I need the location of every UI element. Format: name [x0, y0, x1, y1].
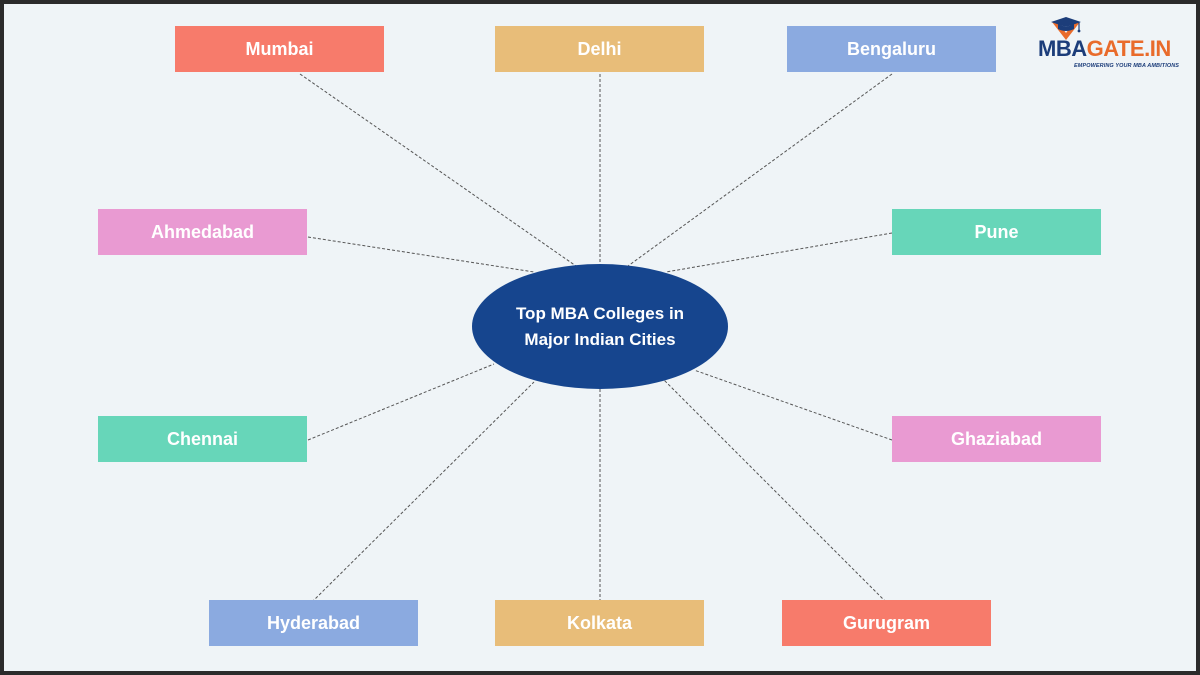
city-label-chennai: Chennai [166, 428, 238, 449]
connector-ahmedabad [307, 236, 535, 273]
city-node-bengaluru: Bengaluru [787, 26, 996, 72]
city-label-bengaluru: Bengaluru [846, 38, 936, 59]
brand-logo: MBAGATE.IN EMPOWERING YOUR MBA AMBITIONS [1022, 16, 1182, 76]
logo-brand-mba: MBA [1038, 36, 1087, 61]
graduation-cap-icon [1051, 17, 1081, 40]
city-node-mumbai: Mumbai [175, 26, 384, 72]
city-node-ghaziabad: Ghaziabad [892, 416, 1101, 462]
city-label-pune: Pune [974, 221, 1019, 242]
city-node-pune: Pune [892, 209, 1101, 255]
city-label-kolkata: Kolkata [566, 612, 633, 633]
connector-hyderabad [311, 381, 535, 603]
city-node-gurugram: Gurugram [782, 600, 991, 646]
central-topic-line-1: Top MBA Colleges in [515, 303, 685, 323]
connector-chennai [307, 363, 495, 441]
logo-brand-gate: GATE.IN [1086, 36, 1172, 61]
city-label-gurugram: Gurugram [842, 612, 930, 633]
city-node-ahmedabad: Ahmedabad [98, 209, 307, 255]
central-topic-node: Top MBA Colleges in Major Indian Cities [472, 264, 728, 389]
logo-tagline: EMPOWERING YOUR MBA AMBITIONS [1074, 63, 1180, 69]
city-label-delhi: Delhi [577, 38, 622, 59]
diagram-canvas: Mumbai Delhi Bengaluru Ahmedabad Pune Ch… [4, 4, 1196, 671]
connector-lines [299, 73, 893, 603]
city-node-kolkata: Kolkata [495, 600, 704, 646]
connector-mumbai [299, 73, 577, 267]
city-label-ghaziabad: Ghaziabad [950, 428, 1043, 449]
city-node-hyderabad: Hyderabad [209, 600, 418, 646]
city-node-delhi: Delhi [495, 26, 704, 72]
connector-pune [665, 232, 893, 273]
logo-wordmark: MBAGATE.IN [1038, 36, 1171, 62]
connector-ghaziabad [693, 369, 893, 441]
city-node-chennai: Chennai [98, 416, 307, 462]
connector-bengaluru [627, 73, 893, 267]
city-label-hyderabad: Hyderabad [266, 612, 361, 633]
city-label-ahmedabad: Ahmedabad [150, 221, 255, 242]
connector-gurugram [663, 379, 887, 603]
central-topic-line-2: Major Indian Cities [524, 329, 676, 349]
city-label-mumbai: Mumbai [245, 38, 314, 59]
